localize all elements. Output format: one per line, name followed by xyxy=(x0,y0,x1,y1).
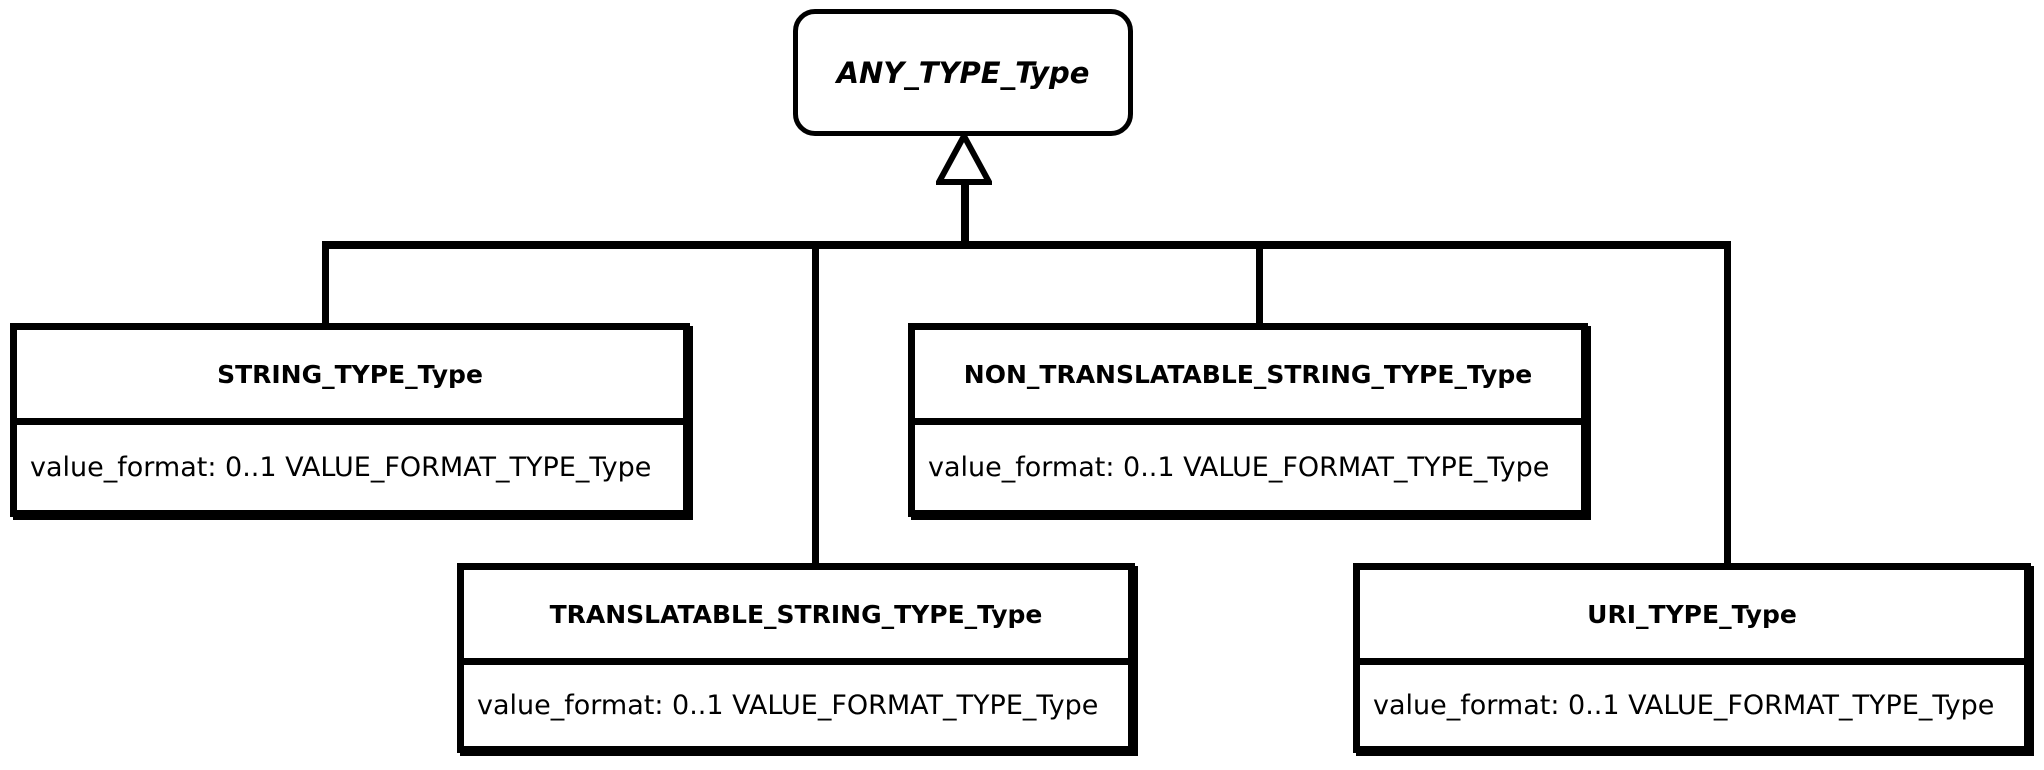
class-box-uri-type: URI_TYPE_Type value_format: 0..1 VALUE_F… xyxy=(1353,563,2031,753)
class-box-any-type: ANY_TYPE_Type xyxy=(793,9,1133,136)
class-attribute: value_format: 0..1 VALUE_FORMAT_TYPE_Typ… xyxy=(928,452,1550,483)
connector-uri-type-line xyxy=(1724,241,1731,563)
class-attribute: value_format: 0..1 VALUE_FORMAT_TYPE_Typ… xyxy=(1373,690,1995,721)
inheritance-bus-line xyxy=(322,241,1731,249)
connector-string-type-line xyxy=(322,241,329,323)
class-name: STRING_TYPE_Type xyxy=(17,330,683,425)
class-box-non-translatable-string-type: NON_TRANSLATABLE_STRING_TYPE_Type value_… xyxy=(908,323,1588,517)
class-box-string-type: STRING_TYPE_Type value_format: 0..1 VALU… xyxy=(10,323,690,517)
class-box-translatable-string-type: TRANSLATABLE_STRING_TYPE_Type value_form… xyxy=(457,563,1135,753)
generalization-arrow-icon xyxy=(936,132,992,185)
connector-translatable-string-type-line xyxy=(812,241,819,563)
class-attribute: value_format: 0..1 VALUE_FORMAT_TYPE_Typ… xyxy=(30,452,652,483)
class-attribute: value_format: 0..1 VALUE_FORMAT_TYPE_Typ… xyxy=(477,690,1099,721)
class-name: NON_TRANSLATABLE_STRING_TYPE_Type xyxy=(915,330,1581,425)
class-name: URI_TYPE_Type xyxy=(1360,570,2024,665)
class-name: ANY_TYPE_Type xyxy=(836,55,1090,90)
class-name: TRANSLATABLE_STRING_TYPE_Type xyxy=(464,570,1128,665)
connector-non-translatable-string-type-line xyxy=(1256,241,1263,323)
inheritance-stem-line xyxy=(961,182,969,245)
